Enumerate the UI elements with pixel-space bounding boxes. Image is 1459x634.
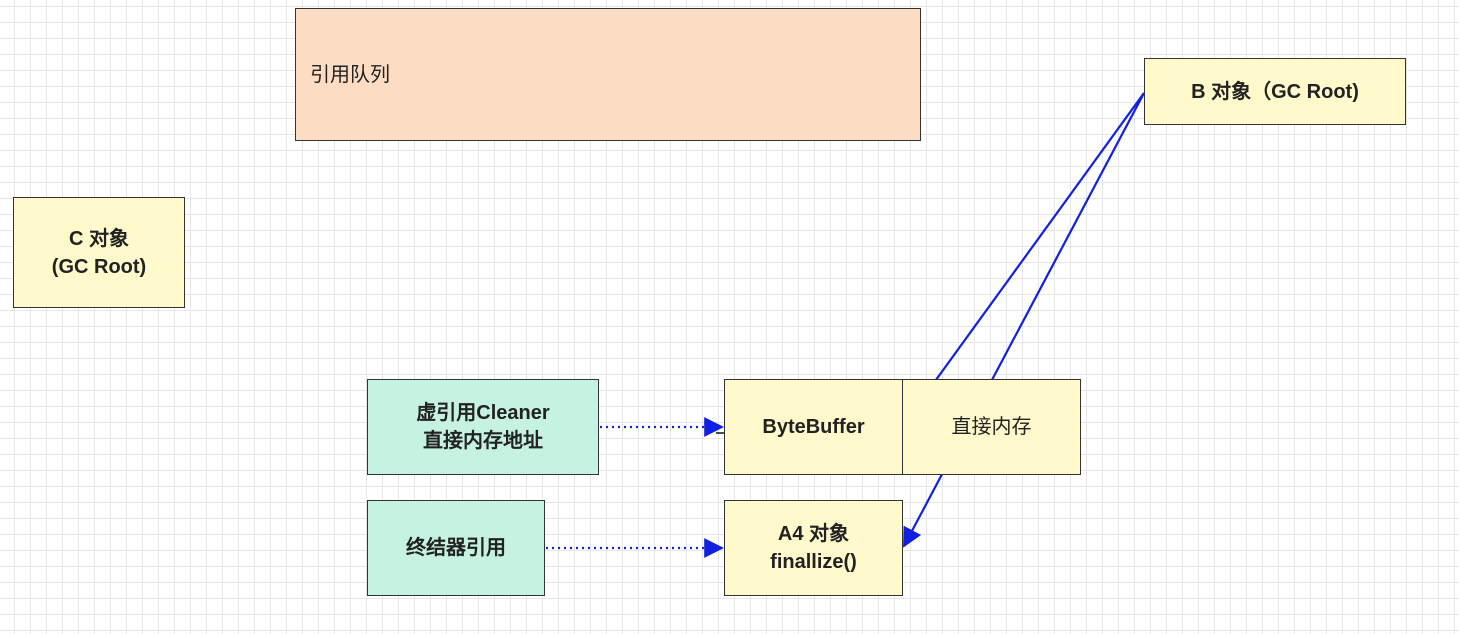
finalizer-reference-label: 终结器引用 — [406, 537, 506, 559]
direct-memory-label: 直接内存 — [951, 416, 1032, 438]
a4-object-label: A4 对象 — [777, 523, 850, 545]
c-object-node[interactable]: C 对象 (GC Root) — [13, 197, 185, 308]
edge-b-to-bytebuffer — [902, 92, 1145, 426]
cleaner-label: 虚引用Cleaner — [416, 402, 550, 424]
direct-memory-node[interactable]: 直接内存 — [902, 379, 1081, 475]
finalizer-reference-node[interactable]: 终结器引用 — [367, 500, 545, 596]
c-object-label: C 对象 — [68, 227, 129, 250]
b-object-label: B 对象（GC Root) — [1191, 80, 1359, 103]
c-object-sublabel: (GC Root) — [51, 255, 147, 278]
a4-object-method: finallize() — [770, 551, 857, 573]
edge-b-to-a4 — [903, 92, 1145, 548]
b-object-node[interactable]: B 对象（GC Root) — [1144, 58, 1406, 125]
reference-queue-node[interactable]: 引用队列 — [295, 8, 921, 141]
bytebuffer-label: ByteBuffer — [762, 416, 865, 438]
a4-object-node[interactable]: A4 对象 finallize() — [724, 500, 903, 596]
cleaner-sublabel: 直接内存地址 — [423, 430, 543, 452]
cleaner-node[interactable]: 虚引用Cleaner 直接内存地址 — [367, 379, 599, 475]
reference-queue-label: 引用队列 — [310, 63, 390, 86]
bytebuffer-node[interactable]: ByteBuffer — [724, 379, 903, 475]
